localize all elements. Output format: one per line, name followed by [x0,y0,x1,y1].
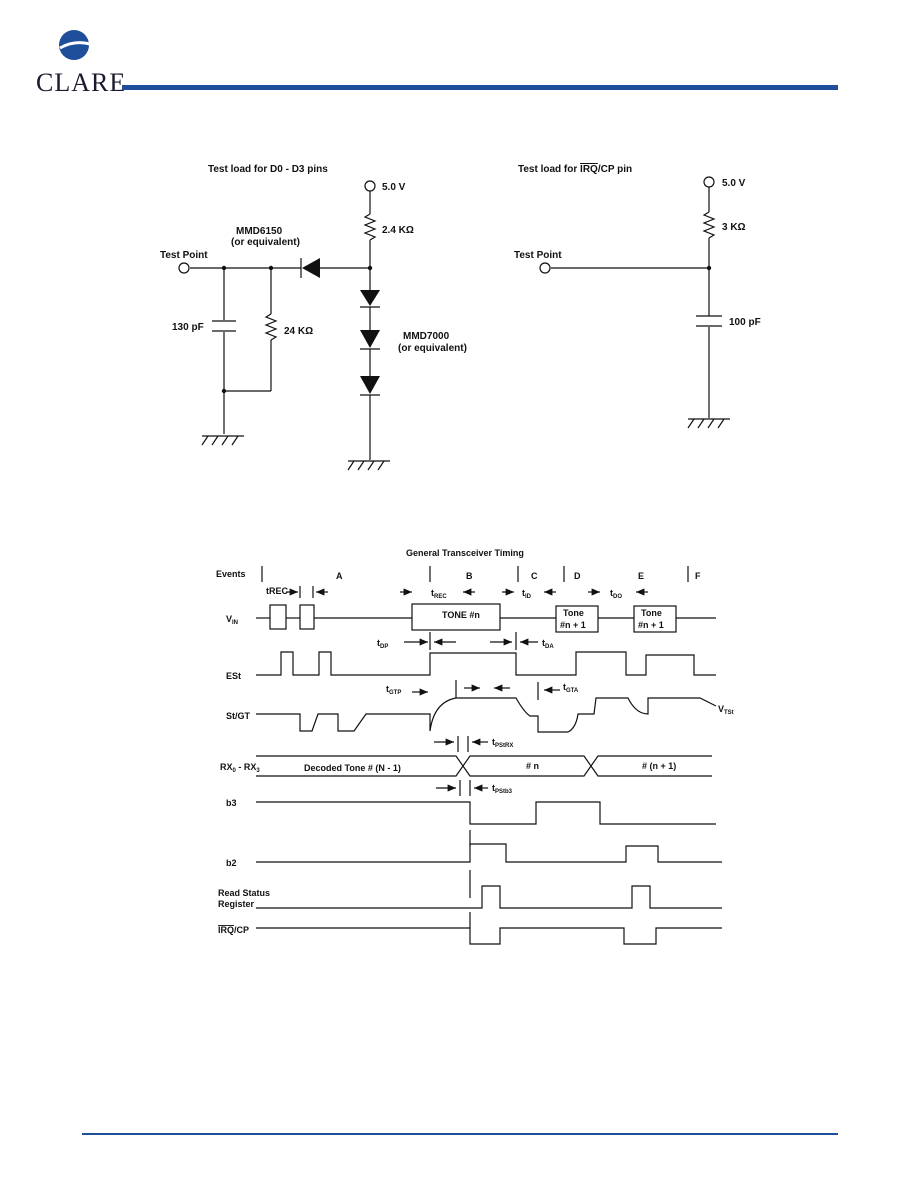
right-test-load-circuit: Test load for IRQ/CP pin 5.0 V 3 KΩ Test… [514,164,761,429]
mmd6150-diode [302,258,320,278]
param-vtst: VTSt [718,704,734,716]
signal-stgt-trace [256,697,717,733]
left-resistor-top-label: 2.4 KΩ [382,225,414,236]
signal-b2-trace [256,843,722,863]
right-circuit-title: Test load for IRQ/CP pin [518,164,632,175]
signal-est-trace [256,651,716,676]
tone-next-1-a: Tone [563,608,584,618]
param-tgtp: tGTP [386,684,401,696]
left-supply-label: 5.0 V [382,182,406,193]
footer-rule [82,1133,838,1135]
param-tpstrx: tPStRX [492,737,513,749]
signal-rx-label: RX0 - RX3 [220,762,260,774]
signal-irq-trace [256,927,722,945]
left-circuit-title: Test load for D0 - D3 pins [208,164,328,175]
param-tdp: tDP [377,638,388,650]
timing-title: General Transceiver Timing [406,548,524,558]
signal-stgt-label: St/GT [226,711,251,721]
param-tid: tID [522,588,532,600]
right-resistor-label: 3 KΩ [722,222,746,233]
event-c: C [531,571,538,581]
supply-terminal-left [364,180,376,192]
signal-rx-bus-trace [256,755,712,777]
mmd6150-equiv: (or equivalent) [231,237,300,248]
signal-irq-label: IRQ/CP [218,925,249,935]
signal-est-label: ESt [226,671,241,681]
event-b: B [466,571,473,581]
rx-value-next: # (n + 1) [642,761,676,771]
mmd7000-equiv: (or equivalent) [398,343,467,354]
param-trec: tREC [431,588,447,600]
param-tda: tDA [542,638,554,650]
event-e: E [638,571,644,581]
signal-b3-trace [256,801,716,825]
tone-next-1-b: #n + 1 [560,620,586,630]
supply-terminal-right [703,176,715,188]
signal-read-status-label-1: Read Status [218,888,270,898]
signal-read-status-trace [256,885,722,909]
timing-diagram: General Transceiver Timing Events A B C … [216,548,734,945]
mmd7000-label: MMD7000 [403,331,450,342]
param-trec-small: tREC [266,586,288,596]
event-d: D [574,571,581,581]
left-test-load-circuit: Test load for D0 - D3 pins 5.0 V 2.4 KΩ … [160,164,467,471]
mmd6150-label: MMD6150 [236,226,283,237]
tone-n-label: TONE #n [442,610,480,620]
tone-next-2-a: Tone [641,608,662,618]
signal-b2-label: b2 [226,858,237,868]
events-label: Events [216,569,246,579]
param-tpstb3: tPStb3 [492,783,513,795]
brand-name: CLARE [36,68,127,97]
left-test-point-label: Test Point [160,250,208,261]
signal-b3-label: b3 [226,798,237,808]
right-test-point-label: Test Point [514,250,562,261]
event-f: F [695,571,701,581]
rx-value-n: # n [526,761,539,771]
event-a: A [336,571,343,581]
tone-next-2-b: #n + 1 [638,620,664,630]
right-test-point [539,262,551,274]
signal-vin-label: VIN [226,614,238,626]
right-capacitor-label: 100 pF [729,317,761,328]
param-tgta: tGTA [563,682,579,694]
header-rule [122,85,838,90]
left-capacitor-label: 130 pF [172,322,204,333]
param-tdo: tDO [610,588,622,600]
left-resistor-shunt-label: 24 KΩ [284,326,313,337]
left-test-point [178,262,190,274]
signal-read-status-label-2: Register [218,899,255,909]
rx-value-prev: Decoded Tone # (N - 1) [304,763,401,773]
right-supply-label: 5.0 V [722,178,746,189]
